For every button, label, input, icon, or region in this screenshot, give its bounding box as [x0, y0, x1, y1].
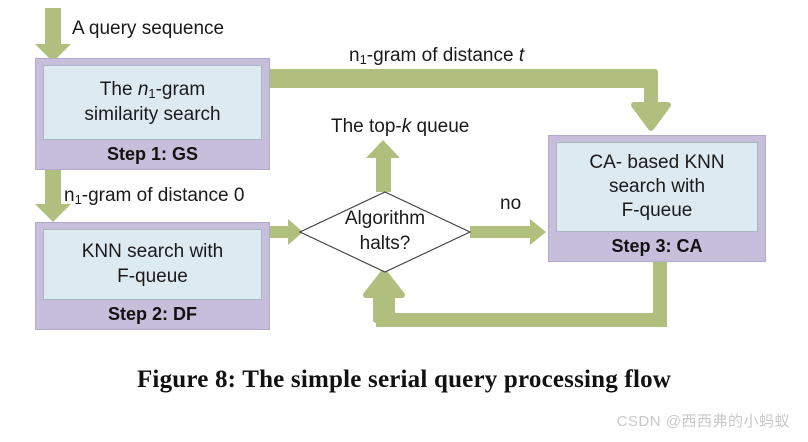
- arrow-step3-feedback-to-decision: [363, 262, 667, 327]
- edge-label-topk-queue: The top-k queue: [331, 116, 470, 137]
- node-step2-line2: F-queue: [117, 265, 188, 287]
- node-step1-body: The n1-gram similarity search: [43, 65, 262, 140]
- decision-diamond: [298, 191, 472, 273]
- arrow-step1-to-step3: [263, 69, 671, 131]
- node-step2-df[interactable]: KNN search with F-queue Step 2: DF: [35, 222, 270, 330]
- arrow-decision-no-to-step3: [470, 219, 546, 245]
- edge-label-no: no: [500, 193, 522, 214]
- edge-label-gs-to-df: n1-gram of distance 0: [64, 185, 245, 208]
- arrow-decision-to-topk: [366, 140, 400, 192]
- edge-label-gs-to-ca: n1-gram of distance t: [349, 45, 525, 68]
- node-step3-body: CA- based KNN search with F-queue: [556, 142, 758, 232]
- node-step3-label: Step 3: CA: [611, 236, 703, 256]
- node-step1-label: Step 1: GS: [106, 144, 199, 164]
- node-step2-body: KNN search with F-queue: [43, 229, 262, 300]
- node-step3-line1: CA- based KNN: [589, 151, 725, 173]
- node-step2-label: Step 2: DF: [107, 304, 197, 324]
- decision-text: Algorithm halts?: [300, 207, 470, 256]
- figure-caption: Figure 8: The simple serial query proces…: [136, 366, 672, 393]
- node-step1-line2: similarity search: [84, 103, 221, 125]
- decision-line1: Algorithm: [344, 208, 426, 229]
- arrow-input-to-step1: [35, 8, 71, 62]
- decision-line2: halts?: [359, 232, 411, 254]
- node-step3-line2: search with: [608, 175, 706, 197]
- arrow-step2-to-decision: [270, 219, 303, 245]
- csdn-watermark: CSDN @西西弗的小蚂蚁: [616, 413, 790, 430]
- node-step1-gs[interactable]: The n1-gram similarity search Step 1: GS: [35, 58, 270, 170]
- node-step3-ca[interactable]: CA- based KNN search with F-queue Step 3…: [548, 135, 766, 262]
- node-step2-line1: KNN search with: [81, 241, 224, 263]
- flow-arrows: [35, 8, 671, 327]
- node-step3-line3: F-queue: [621, 200, 693, 222]
- node-step1-line1: The n1-gram: [99, 79, 206, 102]
- edge-label-input: A query sequence: [72, 18, 225, 39]
- arrow-step1-to-step2: [35, 170, 71, 222]
